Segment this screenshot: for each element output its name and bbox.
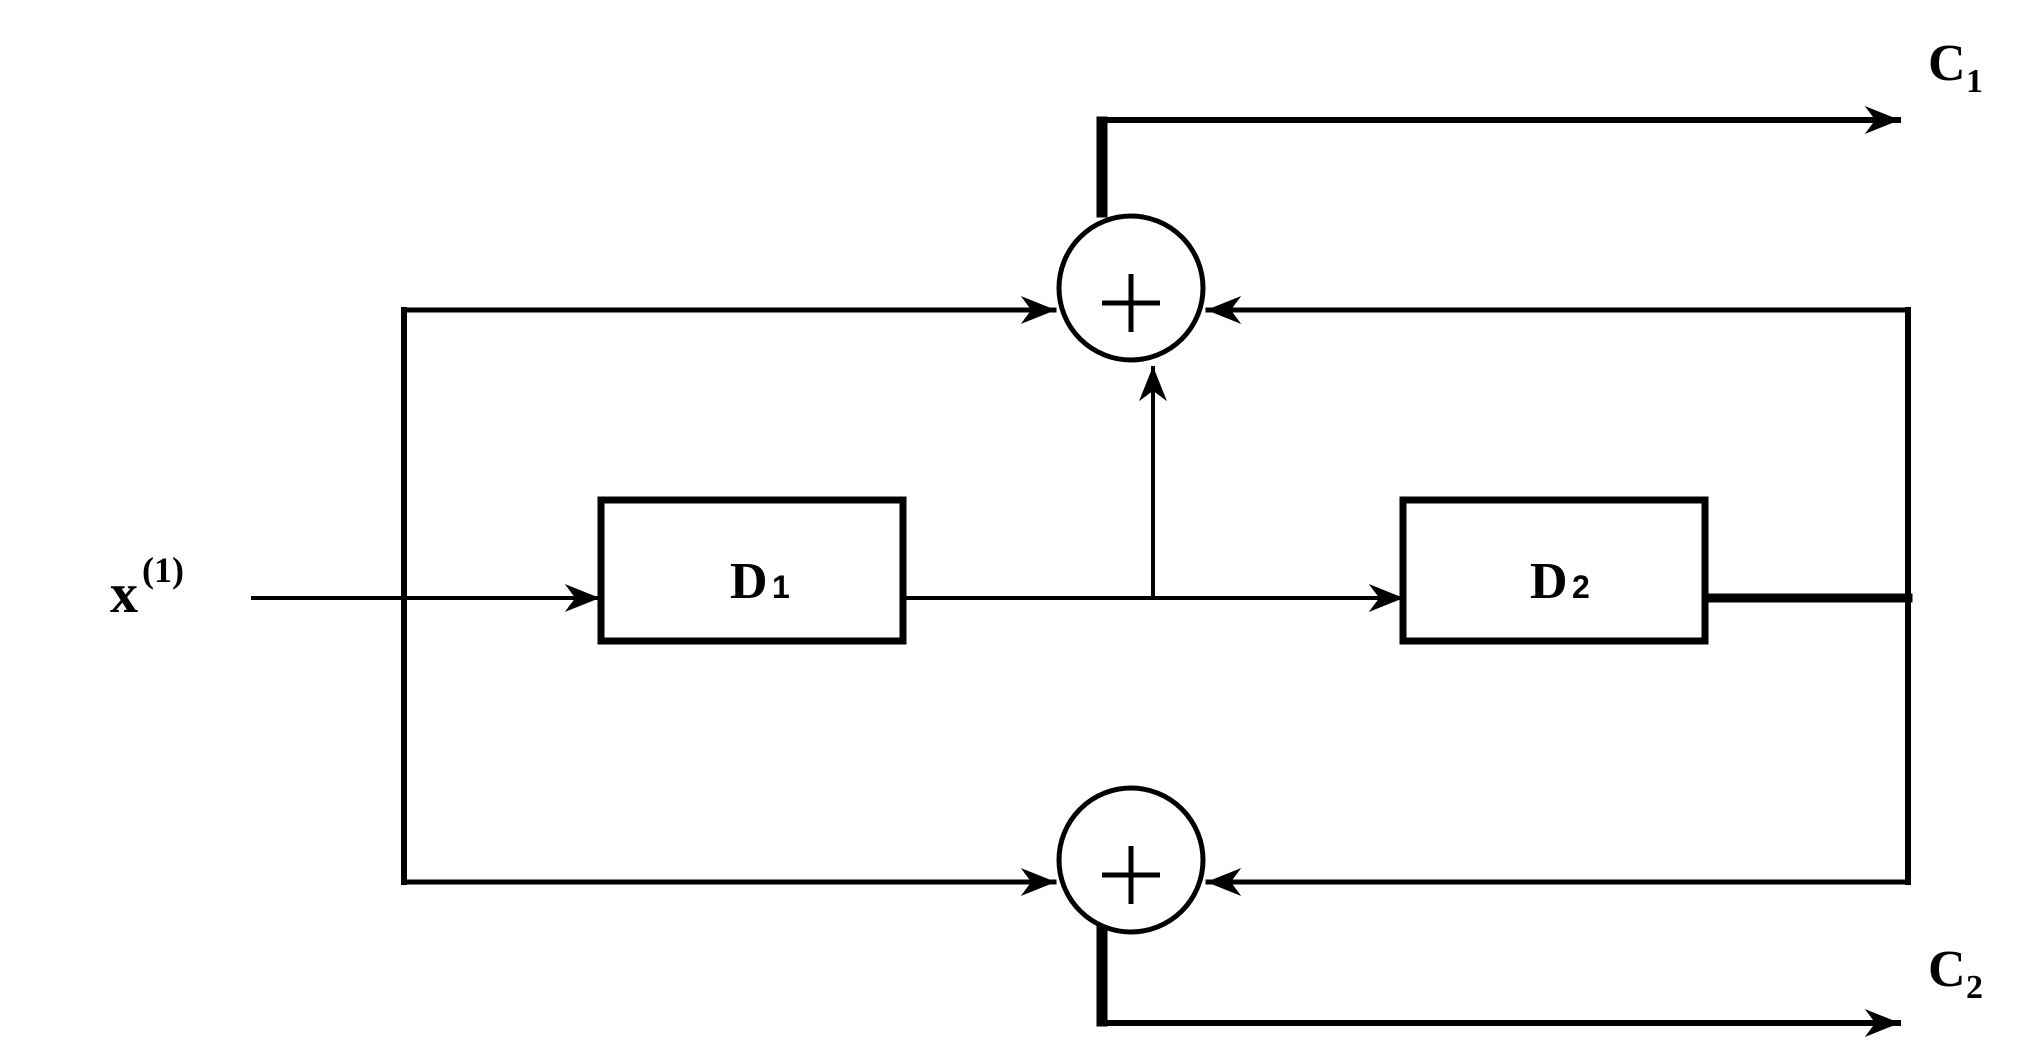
d2-index: 2 <box>1572 569 1590 605</box>
d2-letter: D <box>1530 553 1568 610</box>
input-symbol: x <box>110 563 138 625</box>
d1-letter: D <box>730 553 768 610</box>
delay-block-d2: D 2 <box>1399 496 1709 645</box>
c2-index: 2 <box>1966 969 1983 1006</box>
delay-block-d1: D 1 <box>597 496 907 645</box>
top-adder-output-wire <box>1099 106 1901 215</box>
bottom-adder-output-wire <box>1099 927 1901 1037</box>
c2-letter: C <box>1928 941 1966 998</box>
c1-letter: C <box>1928 35 1966 92</box>
output-label-c1: C 1 <box>1928 35 1983 100</box>
input-superscript: (1) <box>142 550 184 590</box>
c1-index: 1 <box>1966 63 1983 100</box>
bottom-adder <box>1056 785 1206 935</box>
output-label-c2: C 2 <box>1928 941 1983 1006</box>
input-label: x (1) <box>110 550 184 625</box>
d1-index: 1 <box>772 569 790 605</box>
top-adder <box>1056 213 1206 363</box>
